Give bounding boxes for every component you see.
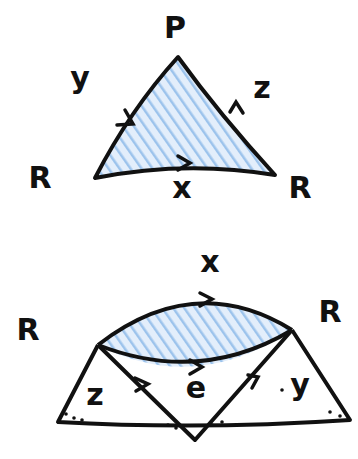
vertex-edge-label: z bbox=[86, 380, 103, 410]
vertex-edge-label: e bbox=[186, 373, 206, 403]
vertex-edge-label: R bbox=[288, 173, 311, 203]
vertex-edge-label: y bbox=[290, 370, 310, 400]
vertex-edge-label: P bbox=[164, 13, 186, 43]
vertex-edge-label: R bbox=[28, 163, 51, 193]
vertex-edge-label: x bbox=[200, 247, 219, 277]
vertex-edge-label: z bbox=[253, 73, 270, 103]
vertex-edge-label: R bbox=[318, 297, 341, 327]
vertex-edge-label: R bbox=[16, 315, 39, 345]
vertex-edge-label: x bbox=[172, 173, 191, 203]
vertex-edge-label: y bbox=[70, 63, 90, 93]
